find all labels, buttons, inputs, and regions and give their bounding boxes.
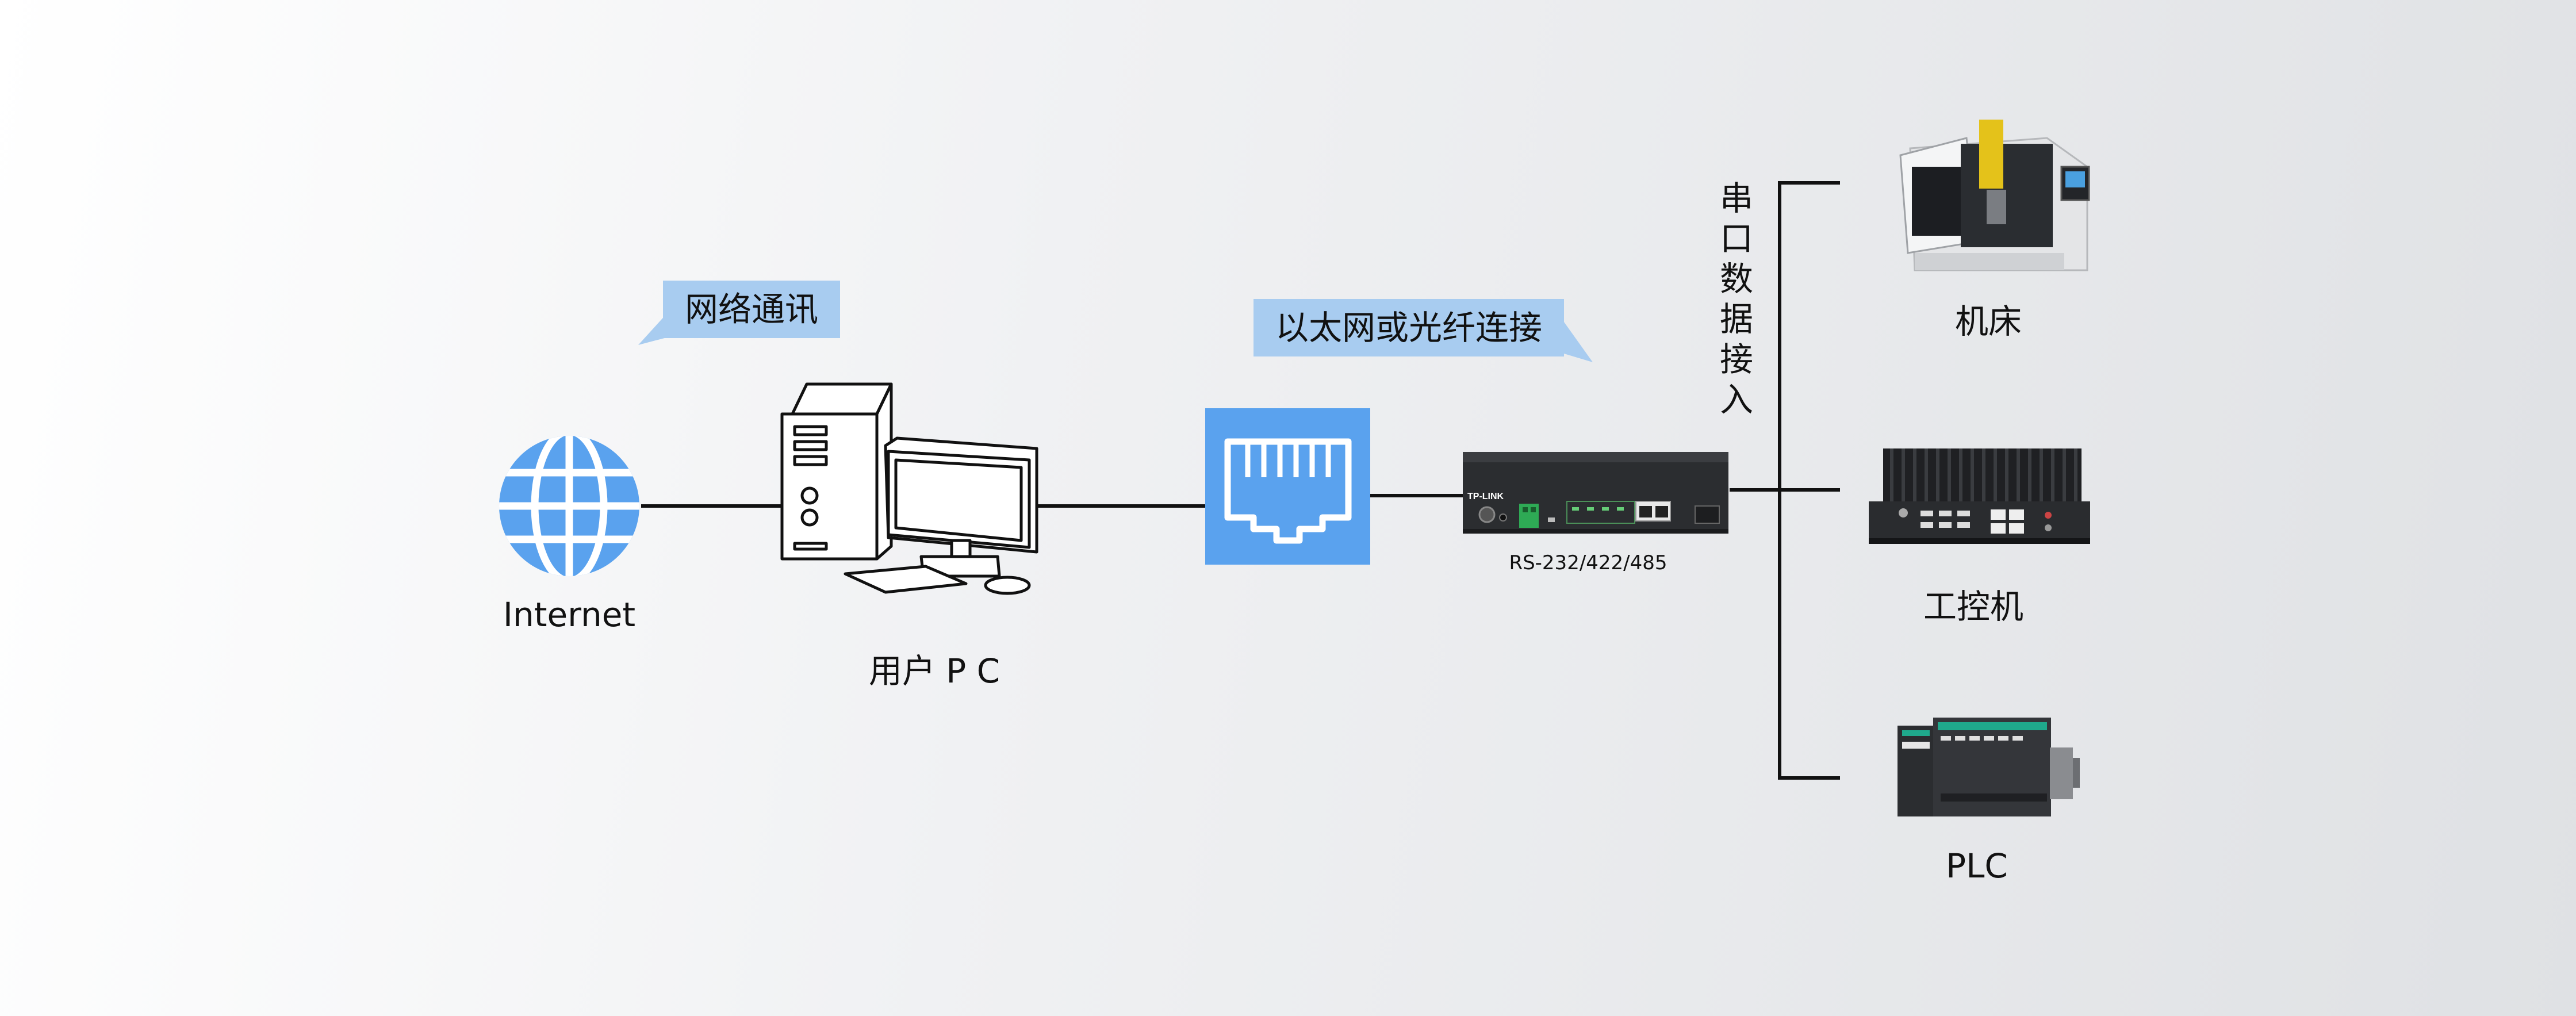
- device-brand: TP-LINK: [1467, 492, 1504, 501]
- serial-char: 入: [1719, 380, 1753, 419]
- globe-icon: [499, 436, 639, 576]
- plc-icon: [1897, 718, 2080, 816]
- serial-char: 串: [1719, 179, 1753, 218]
- connection-lines: [641, 181, 1840, 780]
- plc-label: PLC: [1946, 846, 2008, 885]
- serial-char: 接: [1719, 340, 1753, 379]
- cnc-machine-icon: [1899, 120, 2090, 271]
- callout-network-communication: 网络通讯: [663, 281, 841, 338]
- computer-icon: [780, 382, 1038, 595]
- internet-label: Internet: [503, 595, 636, 634]
- server-label: RS-232/422/485: [1509, 551, 1667, 574]
- industrial-pc-label: 工控机: [1923, 587, 2024, 626]
- user-pc-label: 用户 P C: [868, 651, 1000, 691]
- serial-char: 口: [1719, 219, 1753, 258]
- serial-char: 据: [1719, 300, 1753, 339]
- serial-data-access-label: 串 口 数 据 接 入: [1716, 178, 1757, 420]
- serial-server-device: TP-LINK: [1463, 452, 1728, 534]
- ethernet-port-icon: [1205, 408, 1370, 565]
- serial-char: 数: [1719, 259, 1753, 298]
- machine-tool-label: 机床: [1954, 302, 2022, 341]
- industrial-pc-icon: [1869, 448, 2090, 544]
- callout-ethernet-fiber: 以太网或光纤连接: [1254, 299, 1565, 356]
- serial-bracket: [1778, 181, 1840, 780]
